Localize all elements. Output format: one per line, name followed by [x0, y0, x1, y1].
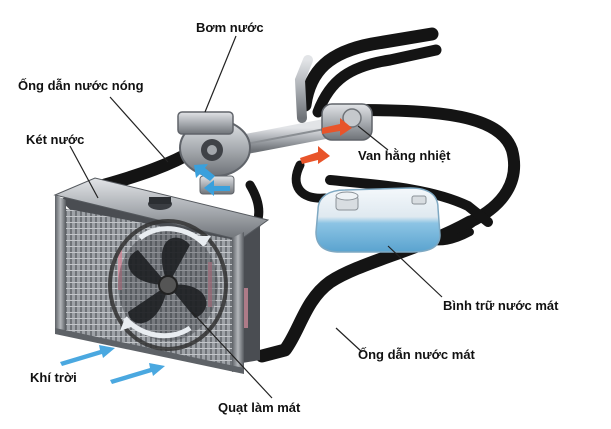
cold-flow-arrow-2 — [194, 164, 215, 181]
air-arrow-1 — [60, 345, 115, 366]
air-arrow-2 — [110, 363, 165, 384]
leader-radiator — [69, 145, 99, 199]
upper-back-hose-2 — [312, 44, 442, 118]
leader-hot-pipe — [109, 96, 169, 163]
flow-arrows — [194, 118, 352, 196]
leader-fan — [191, 311, 273, 399]
leader-reservoir — [387, 245, 443, 298]
label-water-pump: Bơm nước — [196, 20, 264, 35]
leader-water-pump — [204, 35, 237, 113]
label-cool-water-pipe: Ống dẫn nước mát — [358, 347, 475, 362]
label-radiator: Két nước — [26, 132, 85, 147]
radiator-body — [53, 177, 270, 374]
hot-flow-arrow-1 — [322, 118, 352, 136]
air-arrows — [60, 345, 165, 384]
fan-rotation-arrow-top — [138, 226, 207, 247]
label-hot-water-pipe: Ống dẫn nước nóng — [18, 78, 144, 93]
label-cooling-fan: Quạt làm mát — [218, 400, 301, 415]
label-ambient-air: Khí trời — [30, 370, 77, 385]
hot-flow-arrow-2 — [300, 146, 330, 164]
coolant-reservoir-tank — [315, 187, 441, 253]
thermostat-housing — [321, 103, 373, 141]
cold-flow-arrow — [204, 180, 230, 196]
bypass-hose — [291, 160, 330, 203]
right-loop-hose — [349, 104, 521, 228]
upper-back-hose — [298, 27, 439, 112]
label-coolant-reservoir: Bình trữ nước mát — [443, 298, 559, 313]
leader-lines — [69, 35, 443, 399]
leader-thermostat — [357, 125, 389, 151]
leader-cool-pipe — [335, 327, 363, 353]
water-pump-assembly — [177, 55, 340, 195]
label-thermostat: Van hằng nhiệt — [358, 148, 451, 163]
